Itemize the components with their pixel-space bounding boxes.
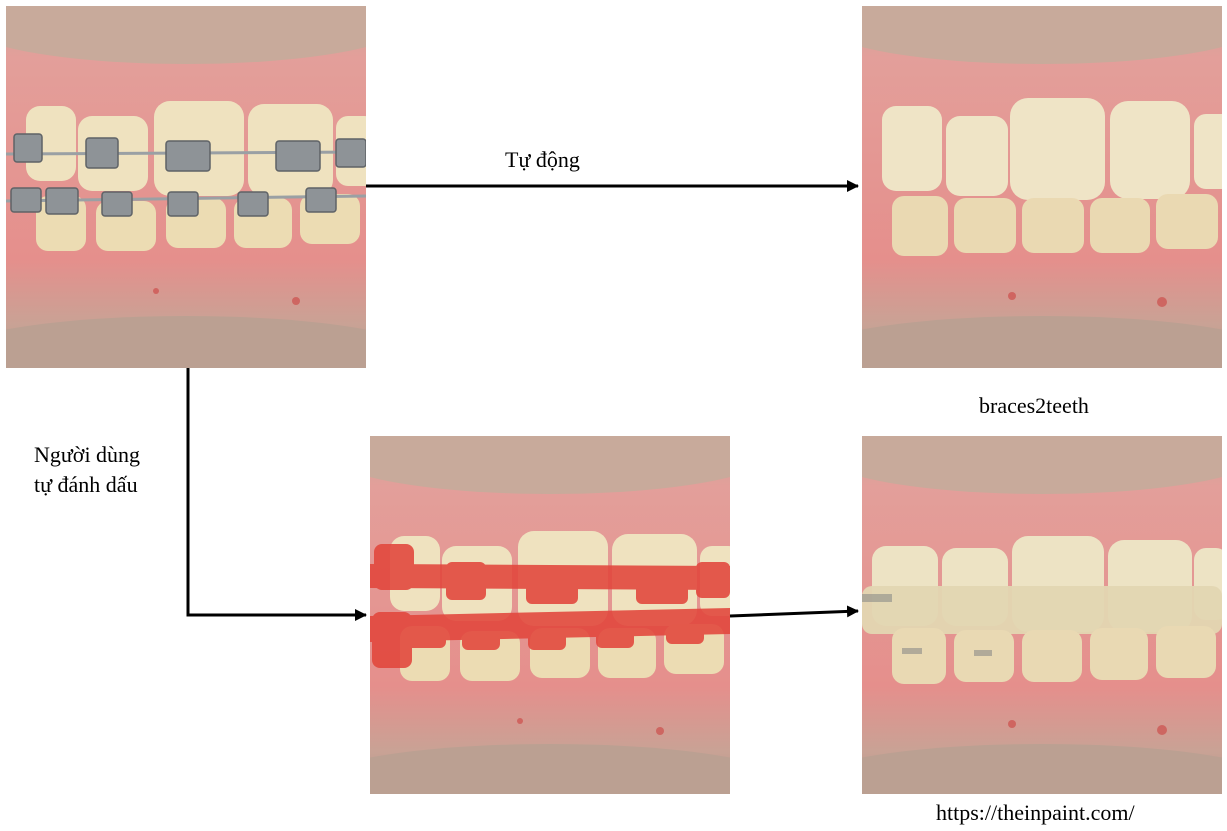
original-braces-photo xyxy=(6,6,366,368)
manual-result-photo xyxy=(862,436,1222,794)
auto-result-image xyxy=(862,6,1222,368)
inpaint-arrow xyxy=(730,611,858,616)
manual-label-line2: tự đánh dấu xyxy=(34,470,140,500)
theinpaint-label: https://theinpaint.com/ xyxy=(936,798,1135,828)
original-braces-image xyxy=(6,6,366,368)
manual-label-line1: Người dùng xyxy=(34,440,140,470)
braces2teeth-label: braces2teeth xyxy=(979,391,1089,421)
auto-label: Tự động xyxy=(505,145,580,175)
manual-result-image xyxy=(862,436,1222,794)
masked-braces-image xyxy=(370,436,730,794)
manual-arrow xyxy=(188,368,366,615)
masked-braces-photo xyxy=(370,436,730,794)
manual-label: Người dùng tự đánh dấu xyxy=(34,440,140,499)
auto-result-photo xyxy=(862,6,1222,368)
